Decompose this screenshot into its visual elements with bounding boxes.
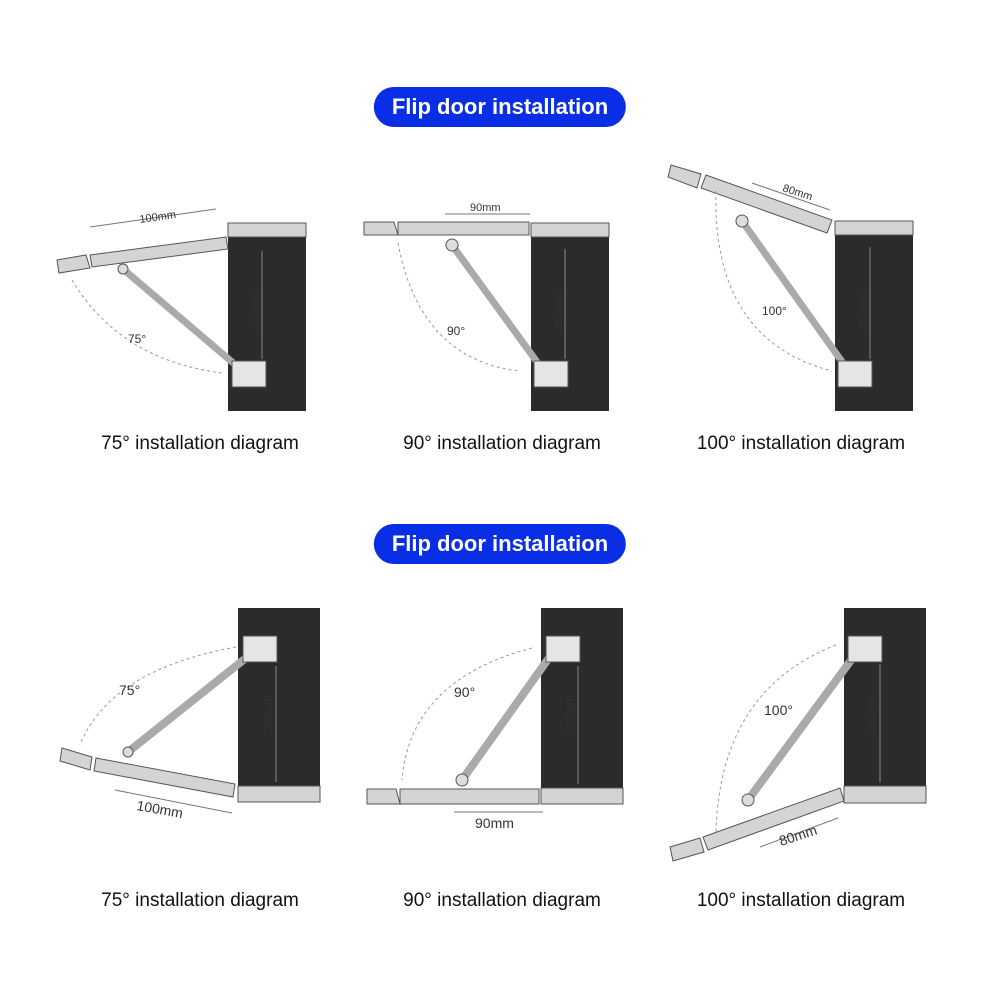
width-dim-line [759,817,839,848]
door-tip [363,221,399,236]
width-dim-line [89,208,217,228]
door-tip [667,164,702,189]
caption-90: 90° installation diagram [403,433,601,454]
hinge-bracket [837,360,873,388]
width-label: 80mm [781,182,814,203]
diagram-75-top: 100mm 260mm 75° [56,208,307,411]
height-label: 250mm [857,293,869,330]
angle-arc [715,190,833,372]
cabinet-bottom [540,787,624,805]
pivot [445,238,459,252]
door-panel [700,174,833,234]
caption-75: 75° installation diagram [101,890,299,911]
pivot [117,263,129,275]
caption-75: 75° installation diagram [101,433,299,454]
pivot [735,214,749,228]
cabinet-panel [541,608,623,788]
hinge-bracket [533,360,569,388]
bottom-diagrams: 100mm 260mm 75° 90mm 255mm 90° 80mm 250m… [59,608,927,862]
angle-label: 90° [447,324,465,338]
door-tip [366,788,401,805]
diagram-90-top: 90mm 255mm 90° [363,202,610,411]
height-label: 255mm [563,695,577,735]
width-label: 90mm [470,202,501,214]
hinge-bracket [545,635,581,663]
diagram-75-bottom: 100mm 260mm 75° [59,608,321,821]
height-label: 260mm [249,293,261,330]
door-panel [399,788,540,805]
section-title: Flip door installation [373,524,627,564]
width-label: 100mm [135,797,184,821]
width-label: 100mm [139,209,177,226]
height-label: 255mm [553,293,565,330]
angle-arc [79,646,237,746]
cabinet-top [834,220,914,236]
cabinet-top [227,222,307,238]
cabinet-bottom [843,785,927,804]
door-panel [702,787,845,851]
width-dim-line [751,182,831,211]
top-diagrams: 100mm 260mm 75° 90mm 255mm 90° 80mm 250m… [56,164,914,411]
door-panel [397,221,530,236]
angle-label: 75° [119,682,140,698]
gas-strut [125,646,259,756]
caption-100: 100° installation diagram [696,890,906,911]
angle-label: 100° [762,304,787,318]
gas-strut [744,645,864,803]
angle-label: 90° [454,684,475,700]
gas-strut [739,218,853,376]
caption-90: 90° installation diagram [403,890,601,911]
pivot [122,746,134,758]
cabinet-bottom [237,785,321,803]
diagram-100-top: 80mm 250mm 100° [667,164,914,411]
cabinet-top [530,222,610,238]
door-panel [89,236,229,268]
gas-strut [449,242,548,376]
gas-strut [458,645,560,783]
hinge-bracket [242,635,278,663]
pivot [455,773,469,787]
hinge-bracket [847,635,883,663]
caption-100: 100° installation diagram [696,433,906,454]
door-panel [93,757,236,798]
height-label: 250mm [865,695,879,735]
cabinet-panel [238,608,320,788]
cabinet-panel [844,608,926,788]
diagram-90-bottom: 90mm 255mm 90° [366,608,624,831]
pivot [741,793,755,807]
gas-strut [120,266,248,376]
diagram-100-bottom: 80mm 250mm 100° [669,608,927,862]
angle-arc [715,644,837,833]
angle-label: 75° [128,332,146,346]
section-title: Flip door installation [373,87,627,127]
width-label: 90mm [475,815,514,831]
door-tip [669,837,705,862]
angle-arc [397,242,521,372]
width-label: 80mm [777,822,819,849]
height-label: 260mm [261,695,275,735]
angle-label: 100° [764,702,793,718]
door-tip [56,254,91,274]
angle-arc [401,647,533,781]
width-dim-line [114,789,233,814]
hinge-bracket [231,360,267,388]
door-tip [59,747,93,771]
